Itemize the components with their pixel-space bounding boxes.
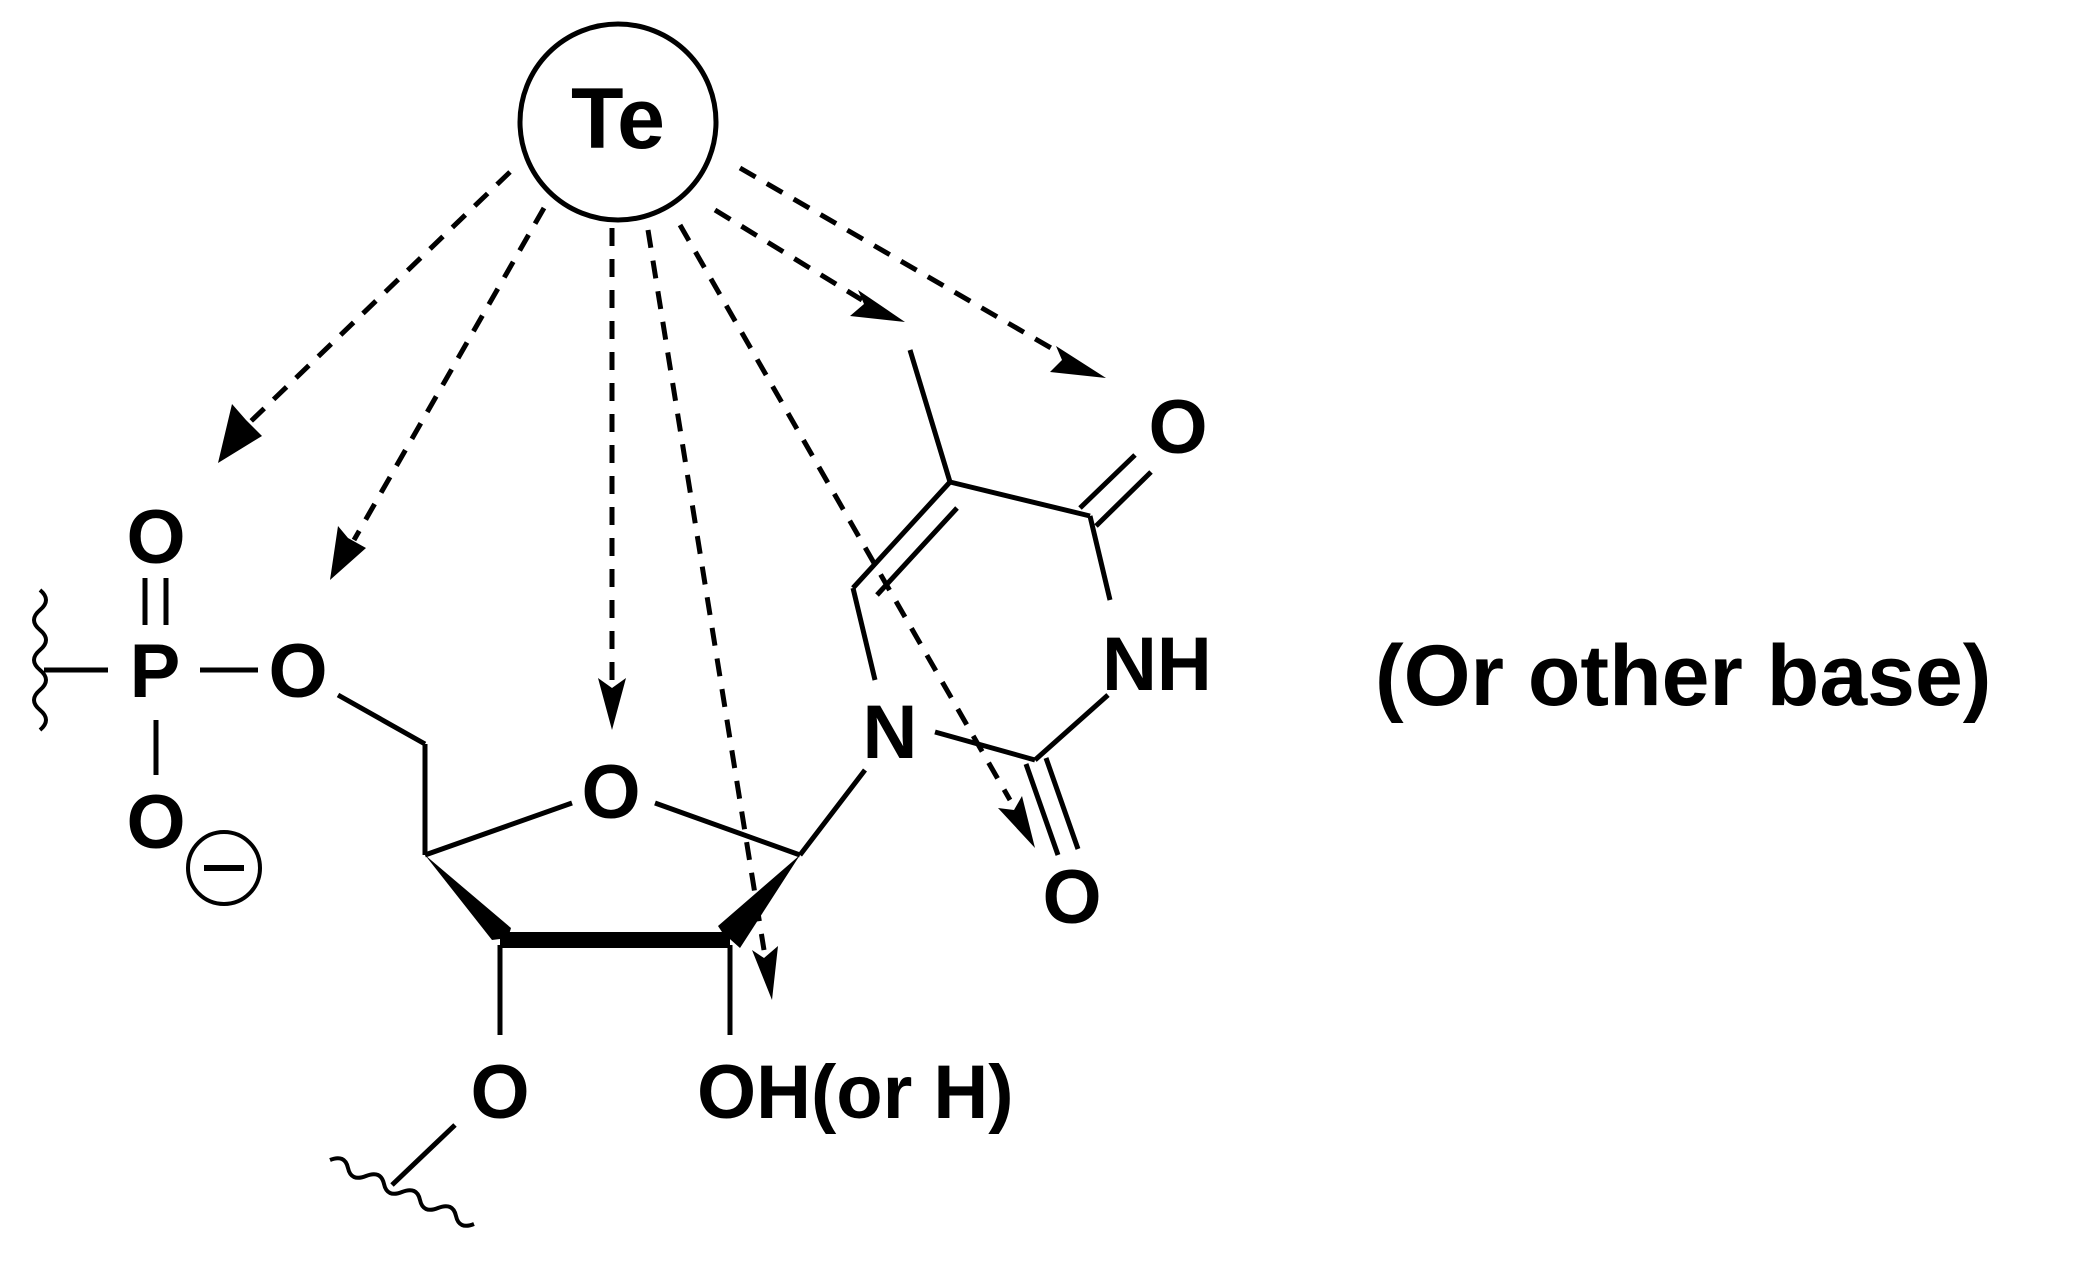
bond-c6-c5 (851, 480, 952, 590)
wedge-c4-c3 (425, 855, 511, 940)
bond-c6-c5-inner (875, 506, 959, 597)
wedge-c2-c1 (718, 855, 800, 948)
arrow-to-methyl-head (850, 290, 905, 322)
bond-n3-c2 (1033, 693, 1110, 762)
atom-phosphorus: P (130, 629, 181, 714)
bond-c5-c4 (949, 479, 1091, 519)
bond-n1-c6 (850, 587, 878, 681)
atom-n1: N (863, 690, 918, 775)
arrow-to-o5-head (330, 526, 366, 580)
atom-ring-o: O (581, 750, 640, 835)
atom-o3: O (470, 1050, 529, 1135)
arrow-to-o5-line (351, 206, 547, 542)
wavy-bond-phosphate (32, 588, 48, 732)
bond-c4-o-a (1078, 453, 1137, 510)
bond-c5-methyl (907, 349, 953, 483)
bond-o5-c5 (336, 692, 427, 747)
bond-c4-o-b (1094, 470, 1153, 528)
atom-phosphate-anion-o: O (126, 780, 185, 865)
arrow-to-phosphate-head (218, 404, 262, 463)
arrow-to-c2-carbonyl-head (998, 796, 1035, 848)
bond-o3-wavy (390, 1123, 457, 1187)
bond-c1-n1 (798, 768, 867, 857)
charge-circle (186, 830, 262, 906)
atom-phosphate-double-o: O (126, 495, 185, 580)
atom-nh: NH (1102, 622, 1212, 707)
te-label: Te (571, 71, 665, 167)
arrow-to-c4-carbonyl-line (738, 165, 1060, 355)
arrow-to-methyl-line (713, 207, 864, 303)
atom-phosphate-ester-o: O (268, 629, 327, 714)
bond-c4-n3 (1087, 515, 1113, 601)
arrow-to-o2-head (752, 946, 778, 1000)
te-circle (517, 21, 719, 223)
side-note: (Or other base) (1375, 628, 1991, 724)
atom-c2-o: O (1042, 855, 1101, 940)
wavy-bond-o3 (329, 1156, 475, 1228)
atom-o2-label: OH(or H) (697, 1050, 1014, 1135)
bond-c4-ring-o (424, 800, 573, 858)
bond-ring-o-c1 (654, 800, 801, 858)
arrow-to-phosphate-line (246, 170, 512, 426)
atom-c4-o: O (1148, 385, 1207, 470)
bond-c2-n1 (934, 729, 1036, 763)
arrow-to-ring-o-head (598, 678, 626, 730)
bond-c2-o-b (1043, 757, 1081, 850)
arrow-to-c4-carbonyl-head (1050, 346, 1106, 378)
bond-c2-o-a (1023, 763, 1061, 856)
arrow-to-c2-carbonyl-line (677, 223, 1013, 802)
